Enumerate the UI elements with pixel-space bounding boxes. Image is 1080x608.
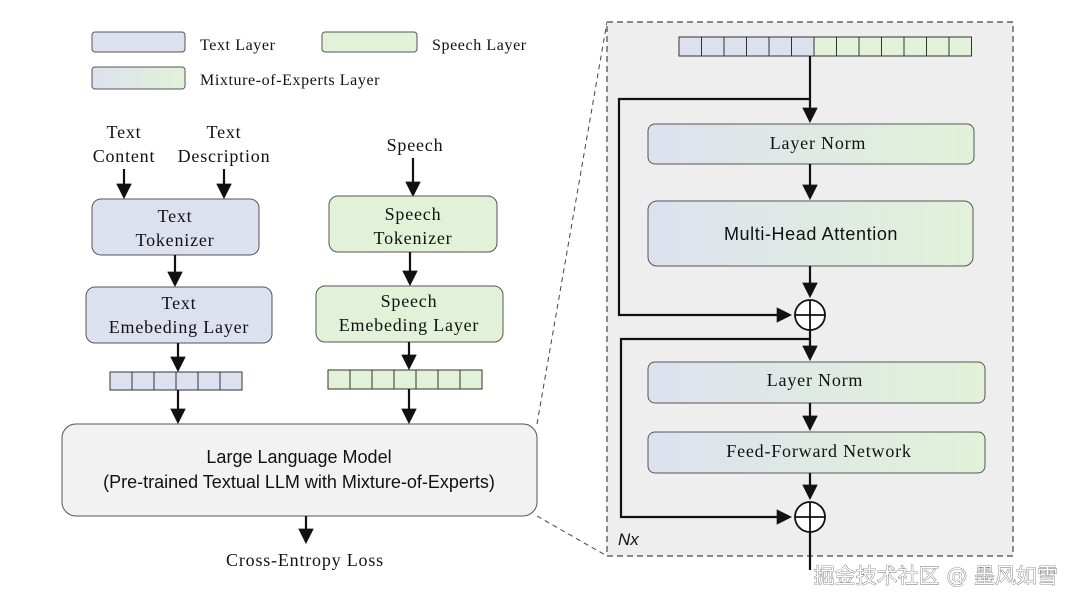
- zoom-line-top: [536, 21, 608, 425]
- token-cell: [858, 36, 882, 57]
- residual-path-2: [619, 337, 810, 525]
- token-cell: [881, 36, 905, 57]
- input-text-content-line1: Text: [107, 122, 142, 142]
- legend-speech-label: Speech Layer: [432, 37, 527, 54]
- ffn-label: Feed-Forward Network: [726, 441, 911, 461]
- token-cell: [393, 369, 417, 390]
- legend-moe-label: Mixture-of-Experts Layer: [200, 72, 380, 89]
- residual-path-1: [617, 97, 810, 323]
- legend-speech-swatch: [321, 31, 418, 53]
- token-cell: [437, 369, 461, 390]
- llm-title: Large Language Model: [206, 447, 391, 467]
- speech-embedding-line1: Speech: [381, 291, 438, 311]
- layer-norm-2-label: Layer Norm: [767, 370, 863, 390]
- token-cell: [415, 369, 439, 390]
- token-cell: [197, 371, 221, 391]
- token-cell: [153, 371, 177, 391]
- block-token-sequence: [678, 36, 972, 57]
- llm-subtitle: (Pre-trained Textual LLM with Mixture-of…: [103, 472, 495, 492]
- input-speech: Speech: [387, 135, 444, 155]
- watermark: 掘金技术社区 @ 墨风如雪: [814, 564, 1058, 588]
- text-tokenizer-line2: Tokenizer: [136, 230, 215, 250]
- token-cell: [768, 36, 792, 57]
- speech-embedding-line2: Emebeding Layer: [339, 315, 479, 335]
- legend-text-swatch: [91, 31, 186, 53]
- repeat-label: Nx: [618, 530, 639, 549]
- token-cell: [349, 369, 373, 390]
- ffn-box: [647, 431, 986, 474]
- token-cell: [371, 369, 395, 390]
- layer-norm-1-label: Layer Norm: [770, 133, 866, 153]
- token-cell: [109, 371, 133, 391]
- input-text-description-line1: Text: [207, 122, 242, 142]
- speech-tokenizer-line2: Tokenizer: [374, 228, 453, 248]
- add-node-1: [794, 299, 826, 331]
- token-cell: [723, 36, 747, 57]
- token-cell: [131, 371, 155, 391]
- zoom-line-bottom: [536, 515, 608, 557]
- token-cell: [219, 371, 243, 391]
- legend-moe-swatch: [91, 66, 186, 90]
- add-node-2: [794, 501, 826, 533]
- text-token-sequence: [109, 371, 243, 391]
- token-cell: [175, 371, 199, 391]
- token-cell: [836, 36, 860, 57]
- token-cell: [926, 36, 950, 57]
- speech-tokenizer-box: [328, 195, 498, 253]
- token-cell: [791, 36, 815, 57]
- text-embedding-line2: Emebeding Layer: [109, 317, 249, 337]
- llm-box: [61, 423, 538, 517]
- attention-label: Multi-Head Attention: [724, 224, 898, 244]
- token-cell: [813, 36, 837, 57]
- input-text-description-line2: Description: [178, 146, 271, 166]
- speech-token-sequence: [327, 369, 483, 390]
- input-text-content-line2: Content: [93, 146, 156, 166]
- legend-text-label: Text Layer: [200, 37, 276, 54]
- token-cell: [948, 36, 972, 57]
- token-cell: [746, 36, 770, 57]
- token-cell: [459, 369, 483, 390]
- text-embedding-line1: Text: [162, 293, 197, 313]
- speech-tokenizer-line1: Speech: [385, 204, 442, 224]
- token-cell: [327, 369, 351, 390]
- token-cell: [678, 36, 702, 57]
- cross-entropy-loss: Cross-Entropy Loss: [226, 550, 384, 570]
- legend: Text Layer Speech Layer Mixture-of-Exper…: [91, 31, 527, 90]
- text-tokenizer-line1: Text: [158, 206, 193, 226]
- layer-norm-2-box: [647, 361, 986, 404]
- token-cell: [701, 36, 725, 57]
- token-cell: [903, 36, 927, 57]
